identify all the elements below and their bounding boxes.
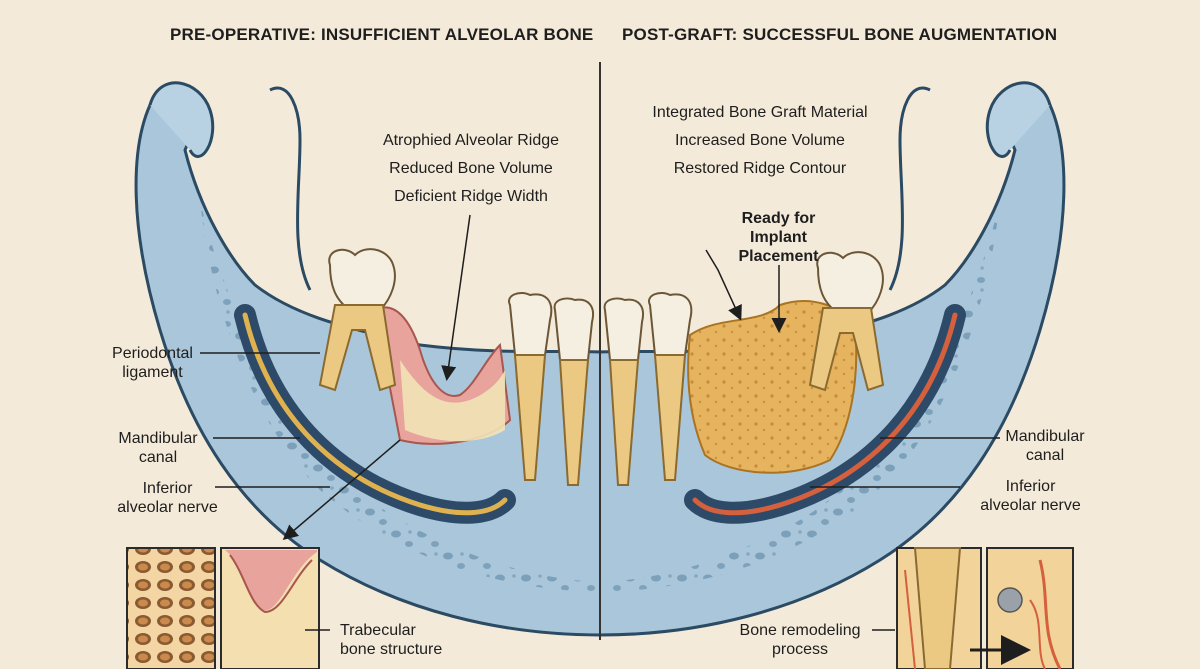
label-right-mandibular-canal: Mandibular canal [995, 428, 1095, 466]
trabecular-line-1: Trabecular [340, 622, 416, 639]
left-panel-title: PRE-OPERATIVE: INSUFFICIENT ALVEOLAR BON… [170, 25, 594, 44]
label-deficient-width: Deficient Ridge Width [394, 187, 548, 205]
label-trabecular-bone: Trabecular bone structure [340, 622, 480, 660]
periodontal-line-2: ligament [122, 363, 183, 381]
label-left-mandibular-canal: Mandibular canal [108, 430, 208, 468]
right-incisor-1 [603, 297, 644, 486]
right-canal-line-1: Mandibular [1005, 428, 1085, 445]
periodontal-line-1: Periodontal [112, 345, 193, 362]
right-nerve-line-1: Inferior [1005, 478, 1056, 495]
label-reduced-volume: Reduced Bone Volume [389, 159, 553, 177]
label-integrated-graft: Integrated Bone Graft Material [652, 104, 868, 121]
right-nerve-line-2: alveolar nerve [980, 496, 1081, 514]
leader-lines [200, 214, 1031, 665]
right-panel-title: POST-GRAFT: SUCCESSFUL BONE AUGMENTATION [622, 25, 1058, 44]
label-increased-volume: Increased Bone Volume [675, 131, 845, 149]
graft-labels: Integrated Bone Graft Material Increased… [635, 104, 885, 188]
label-right-inferior-nerve: Inferior alveolar nerve [968, 478, 1093, 516]
label-ready-implant: Ready for Implant Placement [726, 210, 831, 267]
right-incisor-2 [648, 292, 693, 481]
bone-graft-mass [687, 300, 858, 474]
right-mandibular-canal [684, 304, 966, 524]
label-periodontal-ligament: Periodontal ligament [95, 345, 210, 383]
left-nerve-line-1: Inferior [142, 480, 193, 497]
left-canal-line-2: canal [138, 448, 178, 466]
trabecular-line-2: bone structure [340, 640, 443, 658]
left-incisor-2 [553, 297, 594, 486]
ready-line-3: Placement [738, 247, 819, 265]
inset-trabecular-cells [126, 547, 216, 669]
label-left-inferior-nerve: Inferior alveolar nerve [110, 480, 225, 518]
remodel-line-1: Bone remodeling [739, 622, 861, 639]
inset-ridge-section [220, 547, 320, 669]
left-molar [318, 248, 397, 392]
label-bone-remodeling: Bone remodeling process [730, 622, 870, 660]
left-incisor-1 [508, 292, 553, 481]
left-mandibular-canal [234, 304, 516, 524]
remodel-line-2: process [771, 640, 829, 658]
left-nerve-line-2: alveolar nerve [117, 498, 218, 516]
left-canal-line-1: Mandibular [118, 430, 198, 447]
right-molar [808, 251, 885, 392]
inset-graft-tooth [896, 547, 982, 669]
ridge-labels: Atrophied Alveolar Ridge Reduced Bone Vo… [362, 132, 580, 216]
label-restored-contour: Restored Ridge Contour [673, 159, 847, 177]
atrophied-ridge [373, 306, 512, 445]
label-atrophied-ridge: Atrophied Alveolar Ridge [382, 132, 560, 149]
ready-line-2: Implant [750, 228, 807, 246]
right-canal-line-2: canal [1025, 446, 1065, 464]
ready-line-1: Ready for [741, 210, 816, 227]
